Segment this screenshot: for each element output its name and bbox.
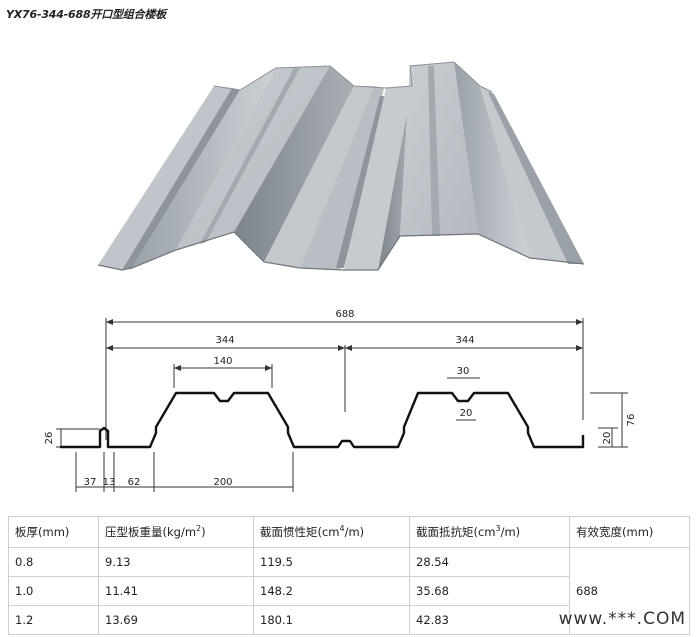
dim-20-notch: 20 bbox=[460, 408, 473, 419]
cell-weight: 9.13 bbox=[98, 547, 254, 577]
table-row: 0.8 9.13 119.5 28.54 688 bbox=[8, 547, 690, 635]
cell-effective-width: 688 bbox=[569, 547, 690, 635]
spec-table: 板厚(mm) 压型板重量(kg/m2) 截面惯性矩(cm4/m) 截面抵抗矩(c… bbox=[8, 516, 690, 635]
table-row: 1.2 13.69 180.1 42.83 bbox=[8, 605, 690, 635]
dim-62: 62 bbox=[128, 477, 141, 488]
product-title: YX76-344-688开口型组合楼板 bbox=[6, 8, 167, 21]
cell-modulus: 28.54 bbox=[409, 547, 570, 577]
table-row: 1.0 11.41 148.2 35.68 bbox=[8, 576, 690, 606]
dim-13: 13 bbox=[103, 477, 116, 488]
profile-outline bbox=[60, 391, 585, 449]
cell-weight: 13.69 bbox=[98, 605, 254, 635]
header-modulus: 截面抵抗矩(cm3/m) bbox=[409, 516, 570, 548]
dim-20-right: 20 bbox=[602, 432, 613, 445]
dim-76: 76 bbox=[626, 414, 637, 427]
cell-inertia: 148.2 bbox=[253, 576, 410, 606]
dim-344-left: 344 bbox=[215, 335, 234, 346]
dim-344-right: 344 bbox=[455, 335, 474, 346]
table-header-row: 板厚(mm) 压型板重量(kg/m2) 截面惯性矩(cm4/m) 截面抵抗矩(c… bbox=[8, 516, 690, 548]
dim-30: 30 bbox=[457, 366, 470, 377]
cell-inertia: 119.5 bbox=[253, 547, 410, 577]
dim-26: 26 bbox=[44, 432, 55, 445]
watermark: www.***.COM bbox=[558, 609, 686, 629]
header-effective-width: 有效宽度(mm) bbox=[569, 516, 690, 548]
cell-thickness: 0.8 bbox=[8, 547, 99, 577]
cell-weight: 11.41 bbox=[98, 576, 254, 606]
cell-inertia: 180.1 bbox=[253, 605, 410, 635]
dim-140: 140 bbox=[213, 356, 232, 367]
dim-688: 688 bbox=[335, 309, 354, 320]
header-inertia: 截面惯性矩(cm4/m) bbox=[253, 516, 410, 548]
cross-section-drawing: 688 344 344 140 30 20 37 13 62 200 26 20… bbox=[44, 309, 637, 492]
header-thickness: 板厚(mm) bbox=[8, 516, 99, 548]
dim-200: 200 bbox=[213, 477, 232, 488]
cell-thickness: 1.2 bbox=[8, 605, 99, 635]
cell-modulus: 42.83 bbox=[409, 605, 570, 635]
deck-3d-render bbox=[97, 61, 585, 271]
header-weight: 压型板重量(kg/m2) bbox=[98, 516, 254, 548]
dim-37: 37 bbox=[84, 477, 97, 488]
cell-thickness: 1.0 bbox=[8, 576, 99, 606]
cell-modulus: 35.68 bbox=[409, 576, 570, 606]
